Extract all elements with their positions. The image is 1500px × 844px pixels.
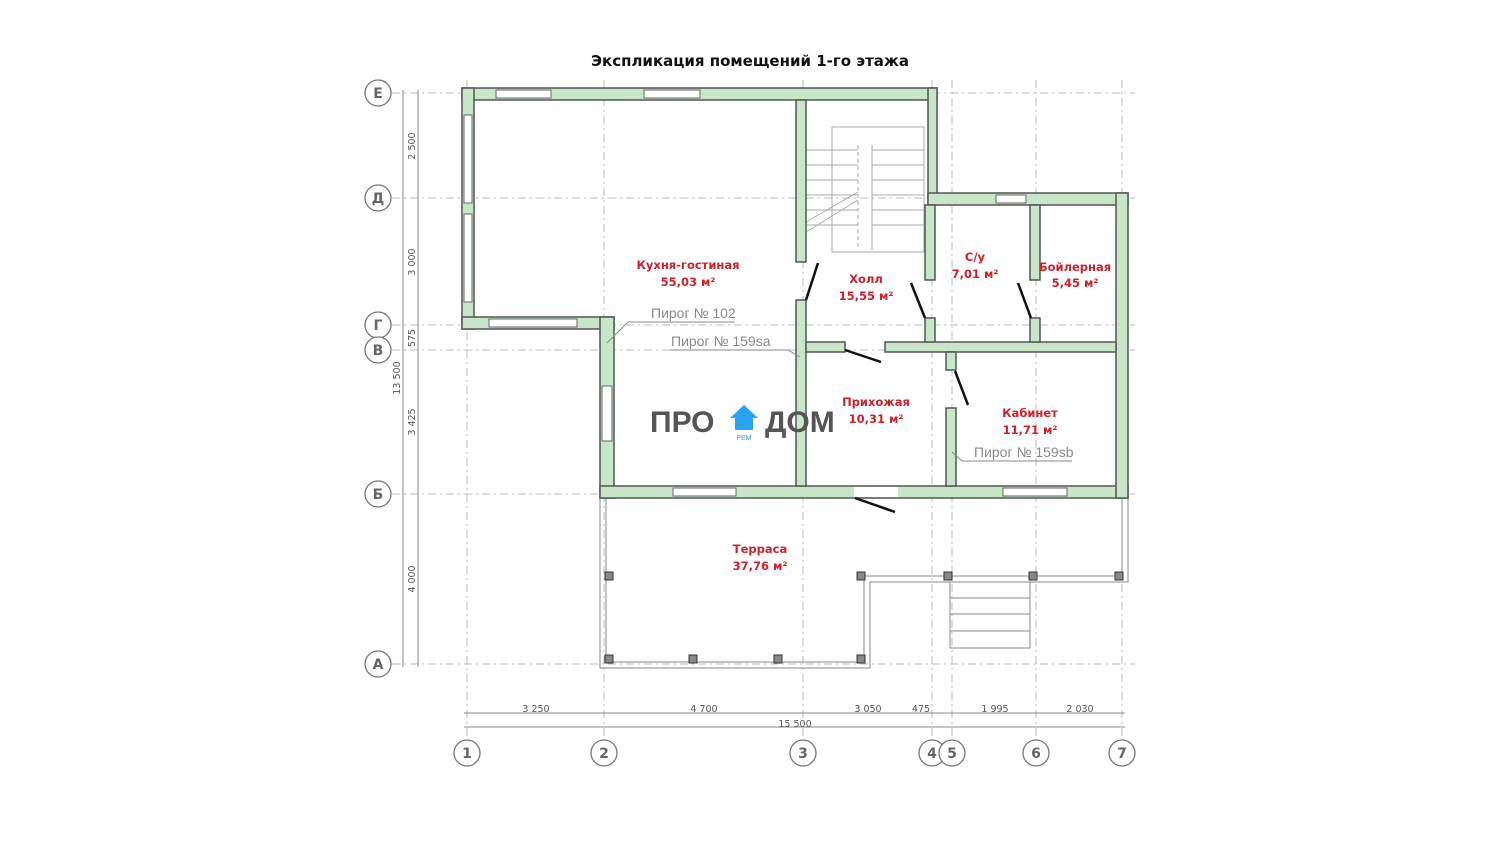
axis-label: В [373, 343, 384, 359]
dim-v: 3 000 [407, 248, 418, 275]
axis-label: 1 [462, 746, 472, 762]
house-icon [730, 405, 758, 430]
pirog-label: Пирог № 102 [651, 305, 736, 321]
pirog-label: Пирог № 159sb [974, 444, 1074, 460]
room-name: Бойлерная [1039, 260, 1111, 274]
axis-label: 7 [1117, 746, 1127, 762]
dim-total: 15 500 [778, 719, 811, 730]
room-area: 37,76 м² [733, 559, 788, 573]
logo: ПРО РЕМ ДОМ [650, 405, 835, 442]
axis-label: А [373, 657, 384, 673]
plan-title: Экспликация помещений 1-го этажа [591, 52, 909, 70]
pirog-leaders: Пирог № 102 Пирог № 159sa Пирог № 159sb [606, 305, 1074, 462]
axis-markers [364, 79, 1136, 767]
dim-h: 1 995 [981, 704, 1008, 715]
dimension-lines: 2 500 3 000 575 3 425 4 000 13 500 3 250… [392, 90, 1125, 730]
dim-v: 4 000 [407, 565, 418, 592]
axis-label: 2 [599, 746, 609, 762]
axis-label: 4 [927, 746, 937, 762]
axis-label: Г [374, 318, 383, 334]
dim-h: 2 030 [1066, 704, 1093, 715]
room-area: 15,55 м² [839, 289, 894, 303]
room-area: 5,45 м² [1052, 276, 1099, 290]
dim-h: 475 [912, 704, 930, 715]
dim-h: 4 700 [690, 704, 717, 715]
room-area: 11,71 м² [1003, 423, 1058, 437]
svg-text:ПРО: ПРО [650, 406, 715, 439]
doors [804, 262, 1033, 514]
axis-label: 6 [1031, 746, 1041, 762]
svg-text:ДОМ: ДОМ [765, 406, 835, 439]
room-name: Кабинет [1002, 406, 1058, 420]
axis-label: Е [373, 86, 383, 102]
dim-v: 2 500 [407, 132, 418, 159]
staircase [805, 126, 925, 253]
terrace [599, 498, 1129, 669]
windows [463, 89, 1068, 497]
axis-label: Д [372, 191, 384, 207]
room-area: 10,31 м² [849, 412, 904, 426]
dim-v-total: 13 500 [392, 361, 403, 394]
axis-label: 5 [947, 746, 957, 762]
room-name: Холл [849, 272, 883, 286]
room-name: Кухня-гостиная [637, 258, 740, 272]
room-name: Прихожая [842, 395, 910, 409]
room-name: Терраса [733, 542, 787, 556]
pirog-label: Пирог № 159sa [671, 333, 771, 349]
dim-v: 3 425 [407, 408, 418, 435]
dim-v: 575 [407, 329, 418, 347]
room-name: С/у [965, 250, 986, 264]
dim-h: 3 050 [854, 704, 881, 715]
entrance-steps [949, 581, 1031, 649]
room-area: 7,01 м² [952, 267, 999, 281]
room-area: 55,03 м² [661, 275, 716, 289]
axis-label: Б [373, 487, 384, 503]
room-labels: Кухня-гостиная 55,03 м² Холл 15,55 м² С/… [637, 250, 1112, 573]
dim-h: 3 250 [522, 704, 549, 715]
svg-text:РЕМ: РЕМ [736, 435, 751, 442]
axis-label: 3 [798, 746, 808, 762]
